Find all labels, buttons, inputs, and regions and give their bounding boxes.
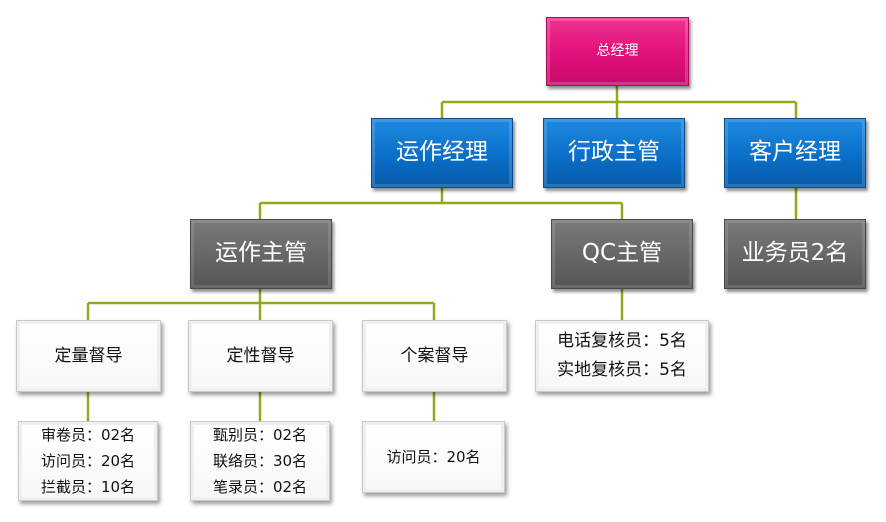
node-label: 定性督导 [226, 345, 295, 366]
node-label: 客户经理 [749, 139, 841, 166]
staff-line: 拦截员：10名 [40, 478, 136, 497]
staff-line: 甄别员：02名 [212, 425, 308, 444]
node-qc-staff: 电话复核员：5名 实地复核员：5名 [535, 320, 709, 392]
node-label: 运作经理 [396, 139, 488, 166]
node-operations-supervisor: 运作主管 [190, 219, 332, 289]
node-case-staff: 访问员：20名 [362, 421, 505, 493]
node-account-manager: 客户经理 [724, 118, 866, 188]
node-label: 运作主管 [215, 240, 307, 267]
node-label: 总经理 [596, 43, 639, 60]
staff-line: 审卷员：02名 [40, 425, 136, 444]
node-label: QC主管 [581, 240, 663, 267]
node-salesperson: 业务员2名 [724, 219, 866, 289]
node-admin-supervisor: 行政主管 [543, 118, 685, 188]
staff-line: 联络员：30名 [212, 451, 308, 470]
node-case-supervisor: 个案督导 [362, 320, 507, 392]
node-label: 行政主管 [568, 139, 660, 166]
node-label: 业务员2名 [741, 240, 849, 267]
node-qual-supervisor: 定性督导 [188, 320, 333, 392]
staff-line: 实地复核员：5名 [557, 360, 687, 380]
node-quant-supervisor: 定量督导 [16, 320, 161, 392]
node-qual-staff: 甄别员：02名 联络员：30名 笔录员：02名 [190, 421, 330, 501]
node-quant-staff: 审卷员：02名 访问员：20名 拦截员：10名 [18, 421, 158, 501]
staff-line: 访问员：20名 [386, 447, 481, 466]
node-label: 定量督导 [54, 345, 123, 366]
node-label: 个案督导 [400, 345, 469, 366]
node-qc-supervisor: QC主管 [551, 219, 693, 289]
staff-line: 笔录员：02名 [212, 478, 308, 497]
staff-line: 访问员：20名 [40, 451, 136, 470]
node-general-manager: 总经理 [546, 17, 689, 86]
node-operations-manager: 运作经理 [371, 118, 513, 188]
staff-line: 电话复核员：5名 [557, 331, 687, 352]
